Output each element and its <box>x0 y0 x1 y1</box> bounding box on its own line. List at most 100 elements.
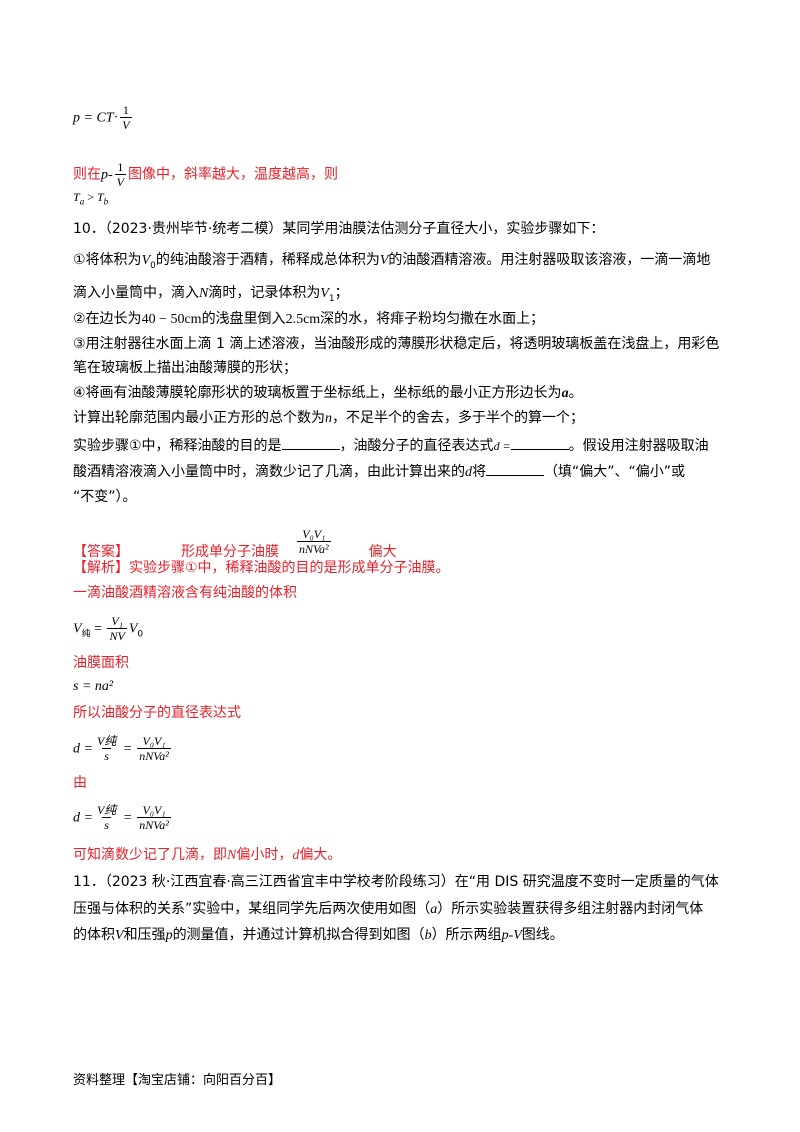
text: 偏小时， <box>236 847 293 863</box>
text: 计算出轮廓范围内最小正方形的总个数为 <box>73 410 325 426</box>
text: 滴入小量筒中，滴入 <box>73 285 199 301</box>
q10-step2: ②在边长为40 − 50cm的浅盘里倒入2.5cm深的水，将痱子粉均匀撒在水面上… <box>73 309 544 330</box>
page-footer: 资料整理【淘宝店铺：向阳百分百】 <box>73 1073 282 1088</box>
fraction-num: V纯 <box>96 734 117 748</box>
fraction-den: s <box>102 817 111 832</box>
var-v: V <box>379 253 389 268</box>
var-d: d = <box>73 741 93 757</box>
conclusion-prefix: 则在 <box>73 166 101 183</box>
q10-step1-line1: ①将体积为V0的纯油酸溶于酒精，稀释成总体积为V的油酸酒精溶液。用注射器吸取该溶… <box>73 250 710 276</box>
text: 的纯油酸溶于酒精，稀释成总体积为 <box>155 252 380 268</box>
fraction-den: s <box>102 748 111 763</box>
fraction-den: V <box>114 174 127 189</box>
var-d: d <box>292 848 300 863</box>
answer-1: 形成单分子油膜 <box>181 544 279 560</box>
text: 。 <box>568 385 583 401</box>
q10-step1-line2: 滴入小量筒中，滴入N滴时，记录体积为V1； <box>73 283 349 309</box>
var-p: p <box>165 928 173 943</box>
q11-line3: 的体积V和压强p的测量值，并通过计算机拟合得到如图（b）所示两组p-V图线。 <box>73 925 564 946</box>
text: 。假设用注射器吸取油 <box>568 438 709 454</box>
text: 滴时，记录体积为 <box>208 285 321 301</box>
fraction-num: V₀V₁ <box>302 527 326 541</box>
fraction-den: NV <box>107 628 127 643</box>
sub: 0 <box>150 260 156 271</box>
analysis-label: 【解析】 <box>73 560 129 576</box>
q10-ask-line1: 实验步骤①中，稀释油酸的目的是，油酸分子的直径表达式d =。假设用注射器吸取油 <box>73 436 709 456</box>
text: ，油酸分子的直径表达式 <box>339 438 494 454</box>
answer-3: 偏大 <box>368 544 397 560</box>
analysis-line6: 可知滴数少记了几滴，即N偏小时，d偏大。 <box>73 845 341 866</box>
text: 的浅盘里倒入 <box>201 311 286 327</box>
t-a: T <box>73 190 80 204</box>
temp-relation: Ta > Tb <box>73 187 108 211</box>
var-n: n <box>325 411 332 426</box>
var-d: d = <box>493 439 511 453</box>
var-d: d <box>465 465 472 480</box>
q10-header: 10．（2023·贵州毕节·统考二模）某同学用油膜法估测分子直径大小，实验步骤如… <box>73 221 605 237</box>
fraction-num: V纯 <box>96 803 117 817</box>
text: ）所示两组 <box>431 927 502 943</box>
var-n: N <box>199 286 209 301</box>
formula-area: s = na² <box>73 679 114 694</box>
q11-line2: 压强与体积的关系”实验中，某组同学先后两次使用如图（a）所示实验装置获得多组注射… <box>73 899 703 920</box>
analysis-line3: 油膜面积 <box>73 655 129 671</box>
conclusion-text: 图像中，斜率越大，温度越高，则 <box>128 166 339 183</box>
answer-blank-1[interactable] <box>281 436 340 450</box>
t-a-sub: a <box>79 196 85 207</box>
text: 图线。 <box>521 927 564 943</box>
t-b: T <box>96 190 104 204</box>
text: ，不足半个的舍去，多于半个的算一个； <box>332 410 584 426</box>
depth-value: 2.5cm <box>285 312 321 327</box>
var-pv: p-V <box>501 928 522 943</box>
text: ①将体积为 <box>73 252 142 268</box>
text: 酸酒精溶液滴入小量筒中时，滴数少记了几滴，由此计算出来的 <box>73 464 465 480</box>
var-v: V <box>128 621 138 637</box>
fraction-num: V₁ <box>111 614 123 628</box>
answer-blank-3[interactable] <box>486 462 544 476</box>
text: 将 <box>472 464 486 480</box>
var-d: d = <box>73 810 93 826</box>
text: （填“偏大”、“偏小”或 <box>544 464 686 480</box>
text: 的体积 <box>73 927 115 943</box>
var-v: V <box>73 621 82 637</box>
q11-line1: 11．（2023 秋·江西宜春·高三江西省宜丰中学校考阶段练习）在“用 DIS … <box>73 874 719 890</box>
var-a: a <box>561 386 569 401</box>
q10-calc: 计算出轮廓范围内最小正方形的总个数为n，不足半个的舍去，多于半个的算一个； <box>73 408 584 429</box>
analysis-line1: 【解析】实验步骤①中，稀释油酸的目的是形成单分子油膜。 <box>73 558 450 578</box>
formula-dot: · <box>113 110 119 126</box>
sub: 0 <box>137 629 144 640</box>
answer-label: 【答案】 <box>73 544 129 560</box>
text: 深的水，将痱子粉均匀撒在水面上； <box>320 311 545 327</box>
fraction-num: V₀V₁ <box>142 803 166 817</box>
fraction-den: V <box>120 117 132 132</box>
var-b: b <box>424 928 432 943</box>
rel-op: > <box>84 190 97 204</box>
text: 偏大。 <box>299 847 342 863</box>
q10-ask-line3: “不变”）。 <box>73 489 137 505</box>
fraction-den: nNVa² <box>137 817 171 832</box>
text: 压强与体积的关系”实验中，某组同学先后两次使用如图（ <box>73 901 431 917</box>
answer-blank-2[interactable] <box>510 436 569 450</box>
text: ； <box>334 285 349 301</box>
fraction-num: 1 <box>117 160 124 174</box>
var-a: a <box>430 902 438 917</box>
text: ②在边长为 <box>73 311 142 327</box>
var-n: N <box>227 848 237 863</box>
fraction-den: nNVa² <box>297 541 331 556</box>
text: 的油酸酒精溶液。用注射器吸取该溶液，一滴一滴地 <box>388 252 711 268</box>
q10-step3-line2: 笔在玻璃板上描出油酸薄膜的形状； <box>73 360 297 376</box>
var-v0: V <box>141 253 151 268</box>
